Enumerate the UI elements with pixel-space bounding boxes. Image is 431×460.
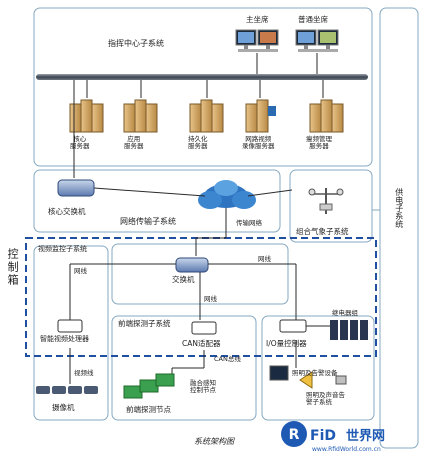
svg-text:www.RfidWorld.com.cn: www.RfidWorld.com.cn xyxy=(312,446,381,453)
smart-video-box xyxy=(57,319,83,333)
rfidworld-logo: R FiD 世界网 www.RfidWorld.com.cn xyxy=(281,421,385,453)
frontend-subsystem-label: 前端探测子系统 xyxy=(118,319,171,328)
server-label-video-mgmt: 瘦频管理 服务器 xyxy=(306,135,332,151)
server-group-1 xyxy=(69,80,104,133)
weather-station xyxy=(308,188,344,214)
can-adapter-box xyxy=(191,321,217,335)
backbone-bus xyxy=(36,74,368,80)
weather-frame xyxy=(289,169,373,243)
ethernet-label-right: 网线 xyxy=(258,255,271,263)
svg-text:R: R xyxy=(289,427,300,443)
weather-subsystem-label: 组合气象子系统 xyxy=(296,227,349,236)
server-group-2 xyxy=(123,80,158,133)
server-label-nvr: 网路视频 录像服务器 xyxy=(242,135,275,151)
supervisor-monitors xyxy=(235,29,279,52)
dispatch-center-label: 指挥中心子系统 xyxy=(108,39,164,48)
lighting-subsystem-label: 照明及声音告 警子系统 xyxy=(306,391,345,407)
supervisor-seat-label: 主坐席 xyxy=(246,15,269,24)
normal-seat-label: 普通坐席 xyxy=(298,15,328,24)
frontend-node-label: 前端探测节点 xyxy=(126,405,171,414)
video-frame xyxy=(33,245,109,421)
control-box-label: 控制箱 xyxy=(6,248,20,287)
fusion-node-label: 融合感知 控制节点 xyxy=(190,379,216,395)
lighting-devices xyxy=(269,365,347,389)
svg-text:FiD: FiD xyxy=(310,428,336,444)
dispatch-frame xyxy=(33,7,373,167)
server-label-app: 应用 服务器 xyxy=(124,135,144,151)
smart-video-label: 智能视频处理器 xyxy=(40,335,89,343)
ethernet-label-video: 网线 xyxy=(74,267,87,275)
relay-group xyxy=(330,320,368,340)
transport-frame xyxy=(33,169,281,233)
io-controller-label: I/O量控制器 xyxy=(266,339,307,348)
server-group-4 xyxy=(245,80,276,133)
transport-network-label: 传输网络 xyxy=(236,219,262,227)
frontend-frame xyxy=(111,315,257,421)
lighting-frame xyxy=(261,315,375,421)
can-adapter-label: CAN适配器 xyxy=(182,339,221,348)
frontend-nodes xyxy=(123,373,175,399)
video-cable-label: 视频线 xyxy=(74,369,94,377)
server-label-core: 核心 服务器 xyxy=(70,135,90,151)
core-switch-box xyxy=(57,179,95,197)
camera-label: 摄像机 xyxy=(52,403,75,412)
svg-text:世界网: 世界网 xyxy=(346,428,385,444)
server-label-persist: 持久化 服务器 xyxy=(188,135,208,151)
relay-group-label: 继电器组 xyxy=(332,309,358,317)
can-bus-label: CAN总线 xyxy=(214,355,241,363)
switch-box xyxy=(175,257,209,273)
io-controller-box xyxy=(279,319,307,333)
network-transport-label: 网络传输子系统 xyxy=(120,217,176,226)
control-box-frame xyxy=(25,237,377,357)
power-frame xyxy=(379,7,419,449)
figure-caption: 系统架构图 xyxy=(194,437,234,446)
server-group-5 xyxy=(309,80,344,133)
cloud xyxy=(198,180,256,209)
switch-label: 交换机 xyxy=(172,275,195,284)
core-switch-label: 核心交换机 xyxy=(48,207,86,216)
lighting-device-label: 照明及告警设备 xyxy=(292,369,338,377)
power-subsystem-label: 供电子系统 xyxy=(394,188,404,228)
video-subsystem-label: 视频监控子系统 xyxy=(38,245,87,253)
cameras xyxy=(36,386,98,394)
normal-seat-monitors xyxy=(295,29,339,52)
ethernet-label-down: 网线 xyxy=(204,295,217,303)
server-group-3 xyxy=(189,80,224,133)
